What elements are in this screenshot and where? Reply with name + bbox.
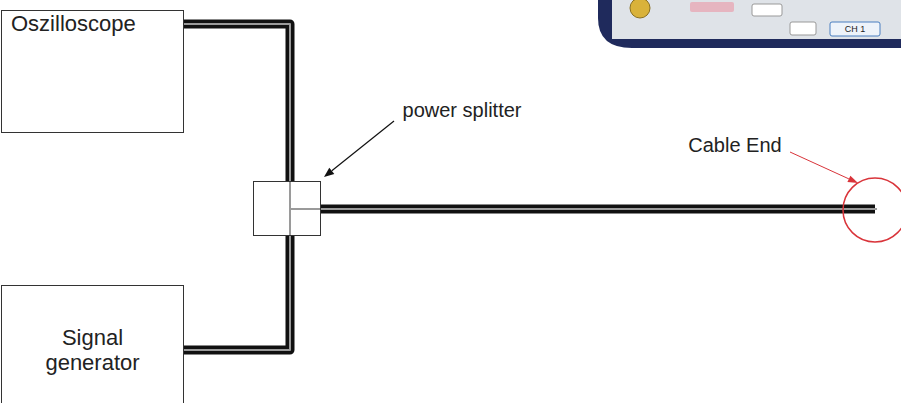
box-label: Signal generator [23,325,163,376]
instrument-box: Signal generator [1,285,184,403]
power-splitter-box [254,182,321,236]
box-label: Oszilloscope [11,11,136,36]
cable-to-end [318,209,877,210]
instrument-photo [598,0,901,48]
cable-end-marker [790,152,901,242]
channel-label: CH 1 [845,24,866,34]
splitter-leader-arrow [324,121,394,177]
instrument-box: Oszilloscope [1,10,184,133]
part-label: Cable End [688,134,781,157]
part-label: power splitter [403,99,522,122]
